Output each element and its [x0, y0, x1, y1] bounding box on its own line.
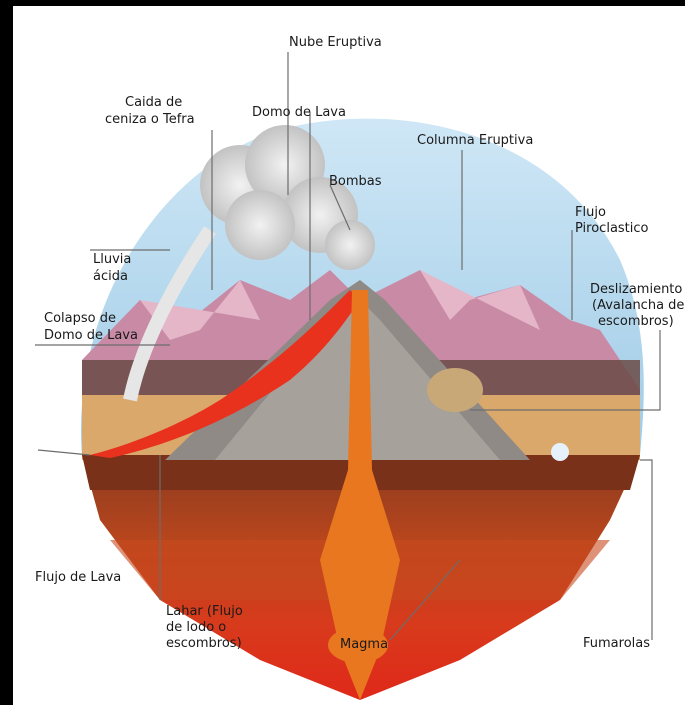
label-deslizamiento-3: escombros): [598, 313, 674, 330]
label-domo-de-lava: Domo de Lava: [252, 104, 346, 121]
label-deslizamiento-1: Deslizamiento: [590, 281, 682, 298]
label-flujo-1: Flujo: [575, 204, 606, 221]
label-deslizamiento-2: (Avalancha de: [592, 297, 684, 314]
frame-top-bar: [0, 0, 685, 6]
label-caida-ceniza-1: Caida de: [125, 94, 182, 111]
label-flujo-de-lava: Flujo de Lava: [35, 569, 121, 586]
label-lahar-3: escombros): [166, 635, 242, 652]
label-lahar-2: de lodo o: [166, 619, 226, 636]
frame-left-bar: [0, 0, 13, 705]
label-nube-eruptiva: Nube Eruptiva: [289, 34, 382, 51]
label-flujo-2: Piroclastico: [575, 220, 649, 237]
label-lluvia-acida-1: Lluvia: [93, 251, 131, 268]
label-colapso-2: Domo de Lava: [44, 327, 138, 344]
label-lluvia-acida-2: ácida: [93, 268, 128, 285]
label-colapso-1: Colapso de: [44, 310, 116, 327]
label-lahar-1: Lahar (Flujo: [166, 603, 243, 620]
label-bombas: Bombas: [329, 173, 382, 190]
label-fumarolas: Fumarolas: [583, 635, 650, 652]
label-caida-ceniza-2: ceniza o Tefra: [105, 111, 195, 128]
label-magma: Magma: [340, 636, 388, 653]
debris-avalanche: [427, 368, 483, 412]
fumarole-puff: [551, 443, 569, 461]
label-columna-eruptiva: Columna Eruptiva: [417, 132, 533, 149]
